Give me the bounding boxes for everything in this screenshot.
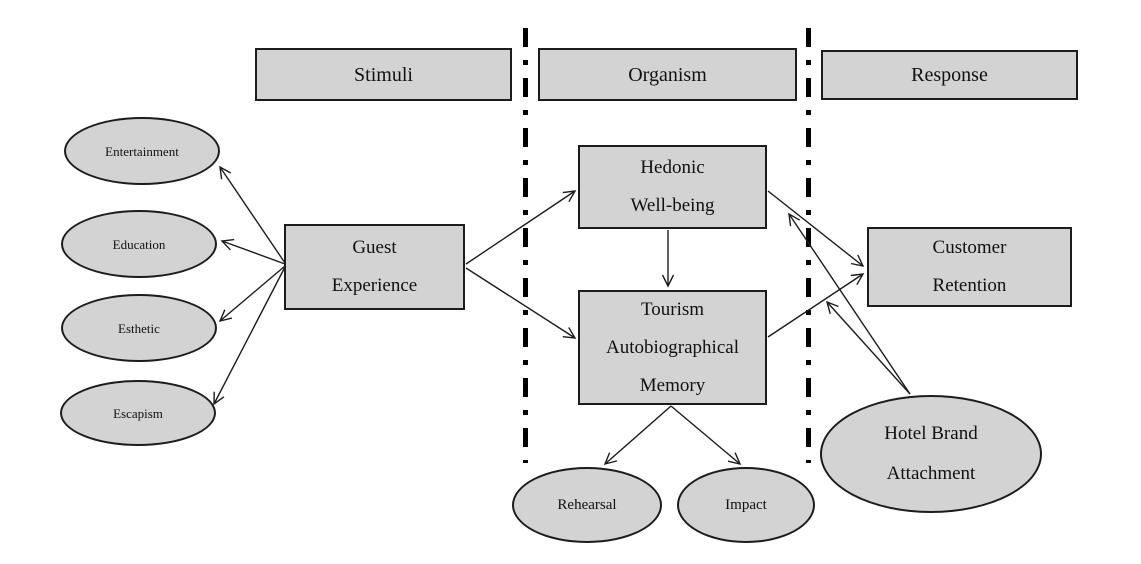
edge-guest-to-entertainment [219, 165, 286, 264]
node-tourism-line2: Autobiographical [606, 336, 739, 358]
node-education: Education [61, 210, 217, 278]
node-entertainment-label: Entertainment [105, 143, 179, 159]
node-guest-experience-line1: Guest [352, 237, 397, 258]
node-tourism-autobiographical-memory: Tourism Autobiographical Memory [578, 290, 767, 405]
edge-guest-to-esthetic [218, 265, 286, 323]
node-tourism-line3: Memory [639, 374, 706, 396]
section-header-stimuli: Stimuli [255, 48, 512, 101]
node-customer-retention: Customer Retention [867, 227, 1072, 307]
node-hedonic-well-being: Hedonic Well-being [578, 145, 767, 229]
node-impact: Impact [677, 467, 815, 543]
section-header-organism: Organism [538, 48, 797, 101]
section-header-stimuli-label: Stimuli [354, 63, 413, 86]
edge-guest-to-escapism [213, 266, 286, 406]
section-header-response-label: Response [911, 64, 988, 86]
node-rehearsal: Rehearsal [512, 467, 662, 543]
node-hotel-line2: Attachment [886, 463, 976, 484]
node-guest-experience: Guest Experience [284, 224, 465, 310]
node-hedonic-line2: Well-being [630, 195, 715, 216]
node-escapism-label: Escapism [113, 405, 163, 421]
node-rehearsal-label: Rehearsal [557, 496, 617, 513]
edge-tourism-to-impact [670, 405, 742, 466]
node-hotel-line1: Hotel Brand [884, 423, 978, 444]
node-hedonic-line1: Hedonic [640, 157, 705, 178]
edge-hedonic-to-retention [767, 190, 865, 267]
node-entertainment: Entertainment [64, 117, 220, 185]
node-education-label: Education [112, 236, 166, 252]
node-retention-line1: Customer [932, 237, 1007, 258]
node-hotel-brand-attachment: Hotel Brand Attachment [820, 395, 1042, 513]
edge-guest-to-hedonic [465, 190, 577, 265]
section-header-organism-label: Organism [628, 63, 707, 86]
edge-guest-to-tourism [465, 267, 577, 339]
node-escapism: Escapism [60, 380, 216, 446]
node-esthetic-label: Esthetic [118, 320, 160, 336]
edge-hotel-moderates-hedonic-path [788, 212, 911, 395]
node-guest-experience-line2: Experience [331, 275, 418, 296]
node-esthetic: Esthetic [61, 294, 217, 362]
edge-guest-to-education [220, 238, 286, 265]
edge-tourism-to-rehearsal [603, 405, 672, 466]
edge-hotel-moderates-tourism-path [825, 300, 911, 395]
node-impact-label: Impact [725, 496, 767, 513]
node-tourism-line1: Tourism [640, 298, 705, 320]
edge-tourism-to-retention [767, 273, 865, 338]
node-retention-line2: Retention [932, 275, 1007, 296]
section-header-response: Response [821, 50, 1078, 100]
